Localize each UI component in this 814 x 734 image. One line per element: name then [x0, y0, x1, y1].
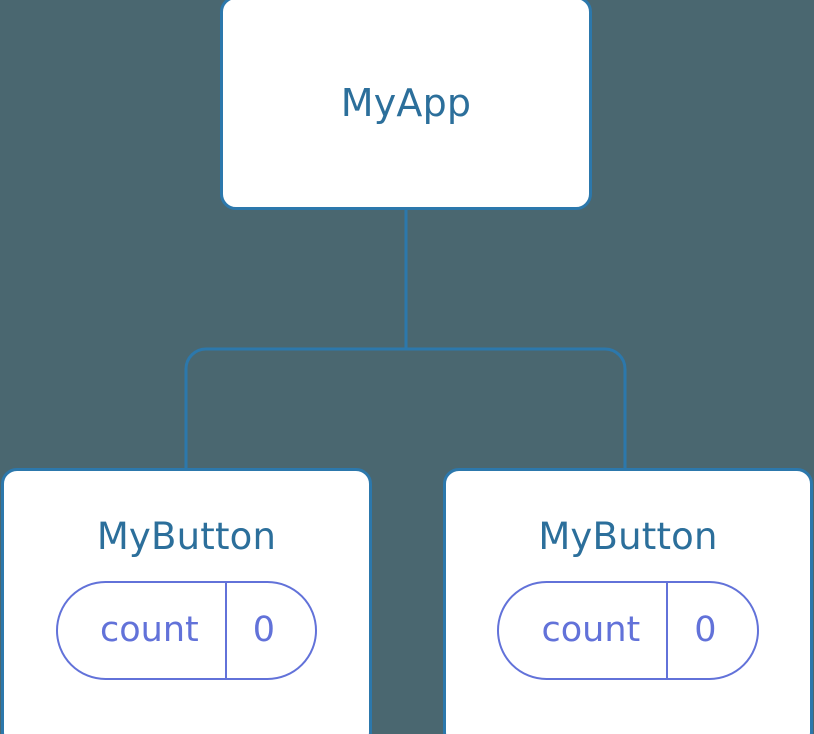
node-mybutton-2[interactable]: MyButton count 0: [443, 468, 813, 734]
state-value-label-1: 0: [252, 610, 276, 650]
node-myapp-label: MyApp: [340, 81, 472, 125]
node-mybutton-1-label: MyButton: [96, 515, 277, 558]
state-key-label-2: count: [541, 610, 641, 650]
state-pill-count-2[interactable]: count 0: [497, 581, 759, 680]
state-key-label-1: count: [99, 610, 199, 650]
node-mybutton-1[interactable]: MyButton count 0: [1, 468, 372, 734]
state-pill-count-1[interactable]: count 0: [55, 581, 318, 680]
connector-branch-right: [406, 347, 627, 470]
state-value-label-2: 0: [694, 610, 717, 650]
state-pill-divider-1: [224, 583, 227, 678]
state-pill-divider-2: [666, 583, 669, 678]
node-myapp[interactable]: MyApp: [220, 0, 592, 210]
connector-branch-left: [184, 347, 406, 470]
node-mybutton-2-label: MyButton: [538, 515, 718, 558]
